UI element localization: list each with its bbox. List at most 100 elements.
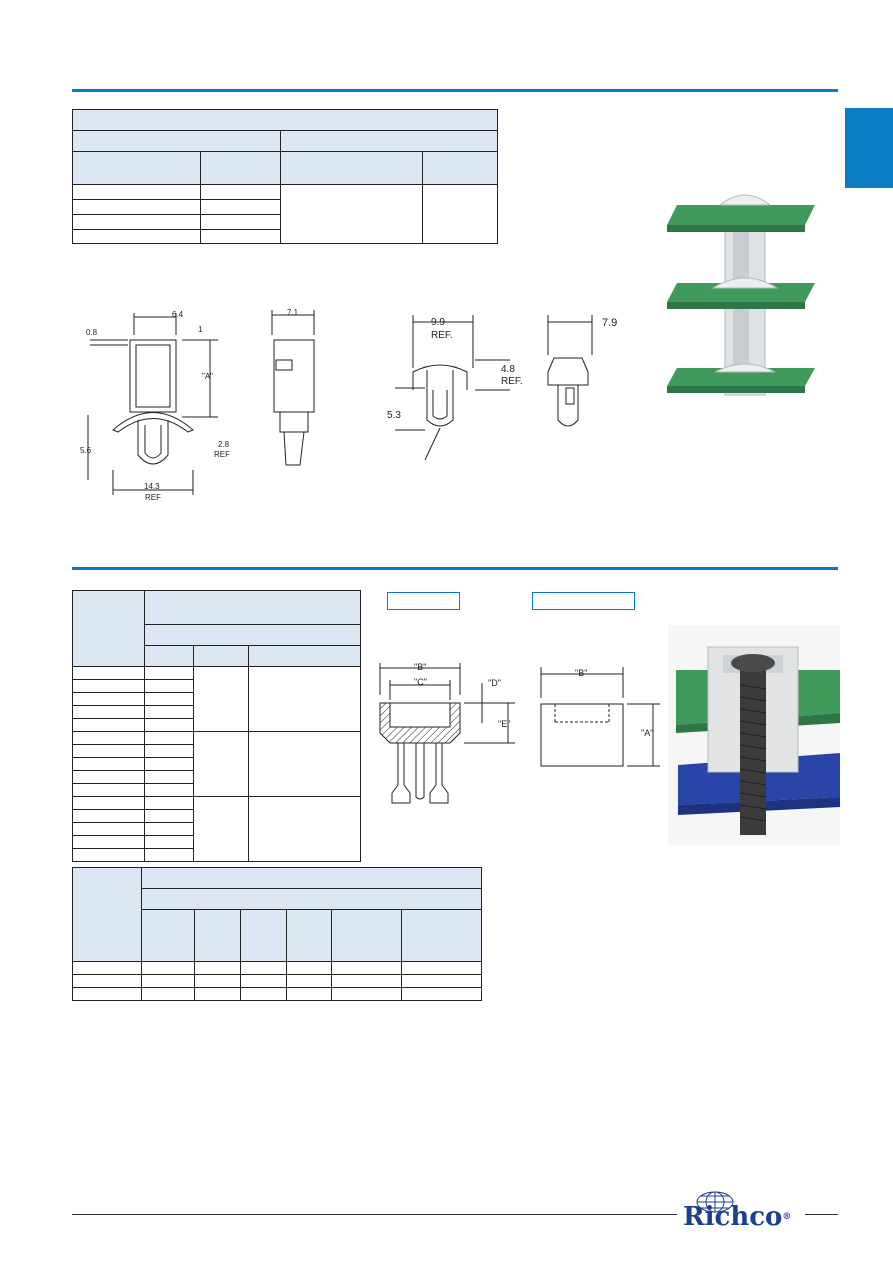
dim-7-1: 7.1 bbox=[287, 308, 299, 317]
column-header bbox=[401, 909, 482, 962]
table-cell bbox=[200, 184, 281, 200]
table-cell bbox=[331, 974, 402, 988]
top-rule bbox=[72, 89, 838, 92]
table-group-header bbox=[144, 624, 361, 646]
table-cell bbox=[286, 961, 332, 975]
dim-4-8: 4.8 bbox=[501, 364, 515, 375]
table-cell bbox=[422, 184, 498, 244]
table-cell bbox=[72, 987, 142, 1001]
dim-7-9: 7.9 bbox=[602, 317, 617, 329]
dim-a: "A" bbox=[202, 372, 213, 381]
table-cell bbox=[240, 987, 287, 1001]
table-cell bbox=[248, 731, 361, 797]
table-cell bbox=[144, 783, 194, 797]
drawing-front-view: 6.4 1 0.8 "A" 2.8 REF 5.6 14.3 REF bbox=[80, 310, 230, 502]
section-rule bbox=[72, 567, 838, 570]
table-cell bbox=[72, 679, 145, 693]
table-cell bbox=[240, 974, 287, 988]
table-cell bbox=[286, 987, 332, 1001]
dim-5-6: 5.6 bbox=[80, 446, 92, 455]
table-cell bbox=[144, 770, 194, 784]
column-header bbox=[248, 645, 361, 667]
table-cell bbox=[286, 974, 332, 988]
dim-6-4: 6.4 bbox=[172, 310, 184, 319]
footer-rule-left bbox=[72, 1214, 677, 1215]
table-cell bbox=[144, 705, 194, 719]
column-header bbox=[240, 909, 287, 962]
dim-e: "E" bbox=[498, 719, 510, 729]
drawing-spacer-section: "B" "C" "D" "E" bbox=[379, 662, 515, 804]
table-group-header bbox=[141, 888, 482, 910]
column-header bbox=[72, 867, 142, 962]
dim-2-8: 2.8 bbox=[218, 440, 230, 449]
table-cell bbox=[141, 974, 195, 988]
table-cell bbox=[72, 666, 145, 680]
table-cell bbox=[72, 731, 145, 745]
table-cell bbox=[72, 214, 201, 230]
column-header bbox=[193, 645, 249, 667]
table-cell bbox=[72, 848, 145, 862]
table-group-header bbox=[72, 130, 281, 152]
dim-ref: REF bbox=[145, 493, 161, 502]
table-cell bbox=[72, 835, 145, 849]
table-cell bbox=[331, 961, 402, 975]
table-cell bbox=[144, 718, 194, 732]
bottom-spec-table bbox=[72, 867, 482, 1001]
dim-a: "A" bbox=[641, 728, 653, 738]
column-header bbox=[286, 909, 332, 962]
table-cell bbox=[144, 666, 194, 680]
table-cell bbox=[144, 848, 194, 862]
dim-14-3: 14.3 bbox=[144, 482, 160, 491]
table-cell bbox=[331, 987, 402, 1001]
column-header bbox=[72, 590, 145, 667]
table-cell bbox=[72, 744, 145, 758]
table-cell bbox=[200, 214, 281, 230]
table-cell bbox=[193, 731, 249, 797]
drawing-side-view: 7.1 bbox=[271, 308, 315, 466]
table-title-row bbox=[72, 109, 498, 131]
table-cell bbox=[144, 835, 194, 849]
table-cell bbox=[144, 679, 194, 693]
registered-mark: ® bbox=[782, 1212, 792, 1222]
table-cell bbox=[72, 783, 145, 797]
table-cell bbox=[193, 796, 249, 862]
table-cell bbox=[72, 184, 201, 200]
column-header bbox=[194, 909, 241, 962]
drawing-label-box bbox=[387, 592, 460, 610]
table-cell bbox=[72, 796, 145, 810]
column-header bbox=[200, 151, 281, 185]
table-cell bbox=[194, 987, 241, 1001]
table-cell bbox=[248, 666, 361, 732]
table-cell bbox=[72, 199, 201, 215]
table-cell bbox=[194, 961, 241, 975]
table-cell bbox=[72, 229, 201, 244]
table-cell bbox=[72, 757, 145, 771]
table-cell bbox=[280, 184, 423, 244]
column-header bbox=[144, 645, 194, 667]
column-header bbox=[422, 151, 498, 185]
dim-b: "B" bbox=[414, 662, 426, 672]
drawing-label-box bbox=[532, 592, 635, 610]
table-cell bbox=[72, 718, 145, 732]
globe-icon bbox=[696, 1191, 734, 1213]
product-image-spacer-screw bbox=[668, 625, 840, 845]
table-title-row bbox=[141, 867, 482, 889]
table-cell bbox=[72, 705, 145, 719]
section-tab bbox=[845, 108, 893, 188]
table-cell bbox=[401, 961, 482, 975]
column-header bbox=[331, 909, 402, 962]
dim-ref: REF bbox=[214, 450, 230, 459]
brand-name: Richco bbox=[683, 1202, 783, 1232]
product-image-stacked-support bbox=[667, 194, 815, 396]
dim-9-9: 9.9 bbox=[431, 317, 445, 328]
table-cell bbox=[72, 974, 142, 988]
drawing-mounted-side-view: 7.9 bbox=[547, 315, 617, 427]
footer-rule-right bbox=[805, 1214, 838, 1215]
table-cell bbox=[141, 961, 195, 975]
brand-logo: Richco® bbox=[683, 1202, 791, 1232]
column-header bbox=[280, 151, 423, 185]
table-cell bbox=[144, 731, 194, 745]
top-spec-table bbox=[72, 109, 498, 244]
table-cell bbox=[248, 796, 361, 862]
table-cell bbox=[194, 974, 241, 988]
